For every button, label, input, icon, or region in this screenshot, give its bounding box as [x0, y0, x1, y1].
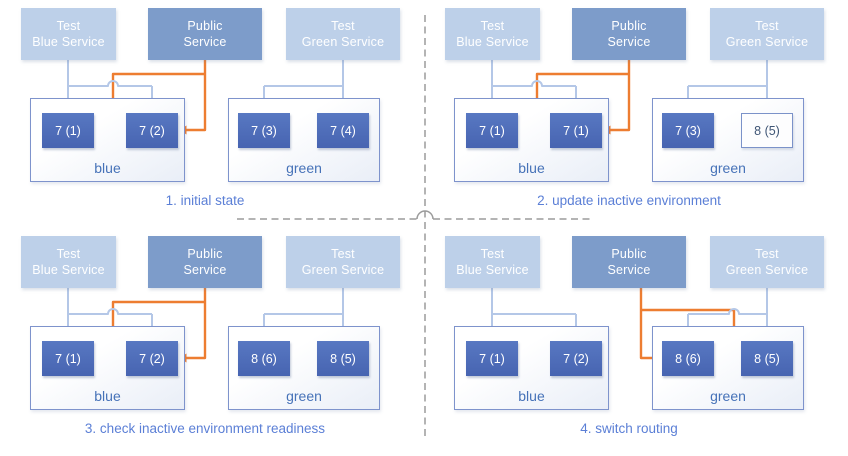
- pod: 7 (1): [42, 113, 94, 148]
- service-label: Service: [183, 263, 227, 277]
- pod: 8 (5): [741, 113, 793, 148]
- environment-label: blue: [518, 388, 545, 404]
- pod: 7 (1): [466, 113, 518, 148]
- pod: 7 (1): [466, 341, 518, 376]
- service-label: Test: [480, 18, 505, 33]
- service-label: Test: [480, 246, 505, 261]
- test-green-service-box: Test Green Service: [710, 236, 824, 288]
- pod: 7 (2): [126, 341, 178, 376]
- panel-update-inactive-environment: Test Blue Service Public Service Test Gr…: [424, 0, 848, 228]
- environment-label: blue: [94, 160, 121, 176]
- pod: 8 (5): [317, 341, 369, 376]
- service-label: Test: [56, 18, 81, 33]
- service-label: Green Service: [301, 263, 385, 277]
- panel-initial-state: Test Blue Service Public Service Test Gr…: [0, 0, 424, 228]
- panel-check-inactive-environment-readiness: Test Blue Service Public Service Test Gr…: [0, 228, 424, 456]
- service-label: Public: [187, 18, 223, 33]
- service-label: Test: [755, 246, 779, 261]
- pod: 7 (1): [550, 113, 602, 148]
- environment-label: green: [710, 388, 746, 404]
- service-label: Green Service: [301, 35, 385, 49]
- service-label: Green Service: [725, 263, 809, 277]
- pod: 7 (1): [42, 341, 94, 376]
- service-label: Blue Service: [32, 263, 105, 277]
- public-route-arrow: [179, 60, 207, 135]
- service-label: Service: [607, 35, 651, 49]
- step-caption: 2. update inactive environment: [537, 193, 721, 208]
- test-route-line: [68, 80, 152, 87]
- environment-label: blue: [518, 160, 545, 176]
- public-service-box: Public Service: [148, 8, 262, 60]
- test-route-line: [688, 308, 767, 315]
- pod: 7 (2): [550, 341, 602, 376]
- service-label: Service: [183, 35, 227, 49]
- pod: 8 (5): [741, 341, 793, 376]
- pod: 8 (6): [662, 341, 714, 376]
- environment-label: green: [286, 160, 322, 176]
- environment-label: green: [710, 160, 746, 176]
- test-route-line: [68, 308, 152, 315]
- public-route-arrow: [603, 60, 631, 135]
- pod: 7 (2): [126, 113, 178, 148]
- public-service-box: Public Service: [572, 236, 686, 288]
- pod: 7 (4): [317, 113, 369, 148]
- service-label: Blue Service: [456, 35, 529, 49]
- public-service-box: Public Service: [148, 236, 262, 288]
- service-label: Service: [607, 263, 651, 277]
- test-green-service-box: Test Green Service: [286, 236, 400, 288]
- pod: 7 (3): [238, 113, 290, 148]
- service-label: Public: [611, 18, 647, 33]
- pod: 7 (3): [662, 113, 714, 148]
- step-caption: 4. switch routing: [580, 421, 678, 436]
- service-label: Blue Service: [456, 263, 529, 277]
- public-route-arrow: [179, 288, 207, 363]
- service-label: Test: [331, 18, 355, 33]
- service-label: Blue Service: [32, 35, 105, 49]
- pod: 8 (6): [238, 341, 290, 376]
- test-blue-service-box: Test Blue Service: [445, 8, 540, 60]
- test-blue-service-box: Test Blue Service: [21, 8, 116, 60]
- test-green-service-box: Test Green Service: [710, 8, 824, 60]
- test-route-line: [492, 80, 576, 87]
- step-caption: 3. check inactive environment readiness: [84, 421, 326, 436]
- service-label: Test: [56, 246, 81, 261]
- test-green-service-box: Test Green Service: [286, 8, 400, 60]
- public-service-box: Public Service: [572, 8, 686, 60]
- service-label: Green Service: [725, 35, 809, 49]
- service-label: Public: [187, 246, 223, 261]
- step-caption: 1. initial state: [165, 193, 245, 208]
- test-blue-service-box: Test Blue Service: [445, 236, 540, 288]
- environment-label: blue: [94, 388, 121, 404]
- panel-switch-routing: Test Blue Service Public Service Test Gr…: [424, 228, 848, 456]
- test-blue-service-box: Test Blue Service: [21, 236, 116, 288]
- service-label: Test: [755, 18, 779, 33]
- service-label: Public: [611, 246, 647, 261]
- service-label: Test: [331, 246, 355, 261]
- environment-label: green: [286, 388, 322, 404]
